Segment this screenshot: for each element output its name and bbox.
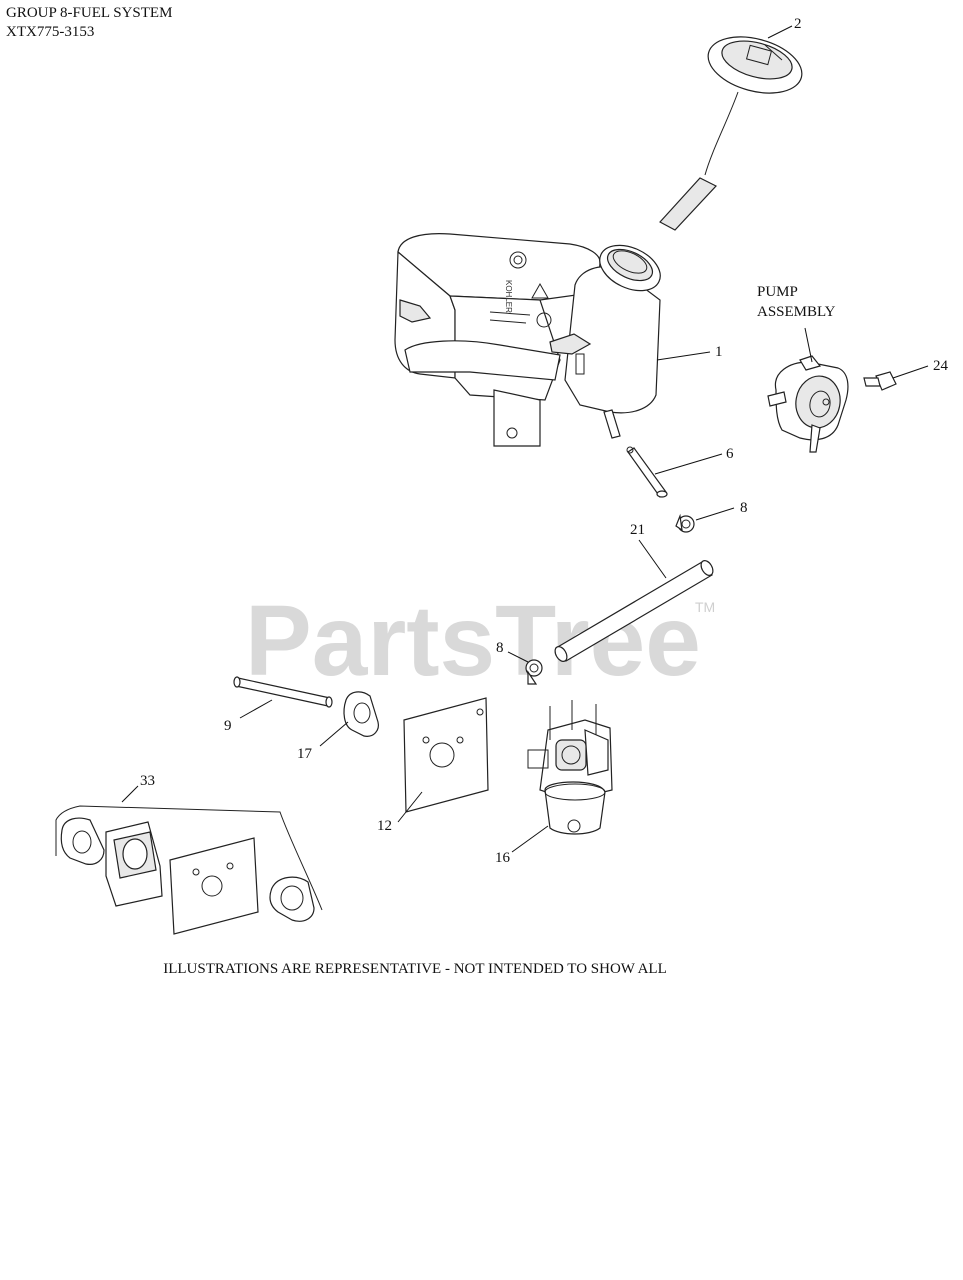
callout-21: 21 — [630, 522, 645, 538]
bolt-part-24[interactable] — [863, 371, 897, 391]
tank-brand-marking: KOHLER — [504, 280, 513, 313]
callout-pump-line1: PUMP — [757, 284, 798, 300]
exploded-parts-diagram: PartsTree TM KOHLER — [55, 16, 949, 935]
carburetor-part-16[interactable] — [527, 700, 613, 835]
callout-2: 2 — [794, 16, 802, 32]
fuel-pump-assembly[interactable] — [767, 355, 849, 453]
callout-33: 33 — [140, 773, 155, 789]
callout-1: 1 — [715, 344, 723, 360]
model-number: XTX775-3153 — [6, 24, 95, 40]
watermark-trademark: TM — [695, 599, 715, 615]
callout-17: 17 — [297, 746, 313, 762]
fuel-cap-part-2[interactable] — [659, 27, 808, 231]
callout-9: 9 — [224, 718, 232, 734]
stud-part-9[interactable] — [233, 676, 333, 708]
callout-8-upper: 8 — [740, 500, 748, 516]
spacer-plate-part-12[interactable] — [403, 697, 489, 813]
callout-24: 24 — [933, 358, 949, 374]
leader-lines — [121, 25, 929, 853]
fuel-hose-part-21[interactable] — [553, 559, 716, 664]
callout-labels: 1 2 PUMP ASSEMBLY 24 6 8 21 8 9 17 12 16… — [140, 16, 949, 866]
group-title: GROUP 8-FUEL SYSTEM — [6, 5, 173, 21]
callout-pump-line2: ASSEMBLY — [757, 304, 836, 320]
callout-16: 16 — [495, 850, 511, 866]
gasket-kit-part-33[interactable] — [55, 805, 323, 935]
callout-12: 12 — [377, 818, 392, 834]
callout-8-lower: 8 — [496, 640, 504, 656]
fuel-line-part-6[interactable] — [626, 446, 668, 498]
diagram-header: GROUP 8-FUEL SYSTEM XTX775-3153 — [6, 4, 172, 42]
hose-clamp-part-8-lower[interactable] — [525, 659, 543, 685]
hose-clamp-part-8-upper[interactable] — [675, 513, 695, 533]
fuel-tank-part-1[interactable]: KOHLER — [394, 233, 667, 447]
gasket-part-17[interactable] — [343, 691, 379, 737]
partstree-watermark: PartsTree — [245, 585, 701, 697]
disclaimer-note: ILLUSTRATIONS ARE REPRESENTATIVE - NOT I… — [163, 961, 667, 977]
callout-6: 6 — [726, 446, 734, 462]
